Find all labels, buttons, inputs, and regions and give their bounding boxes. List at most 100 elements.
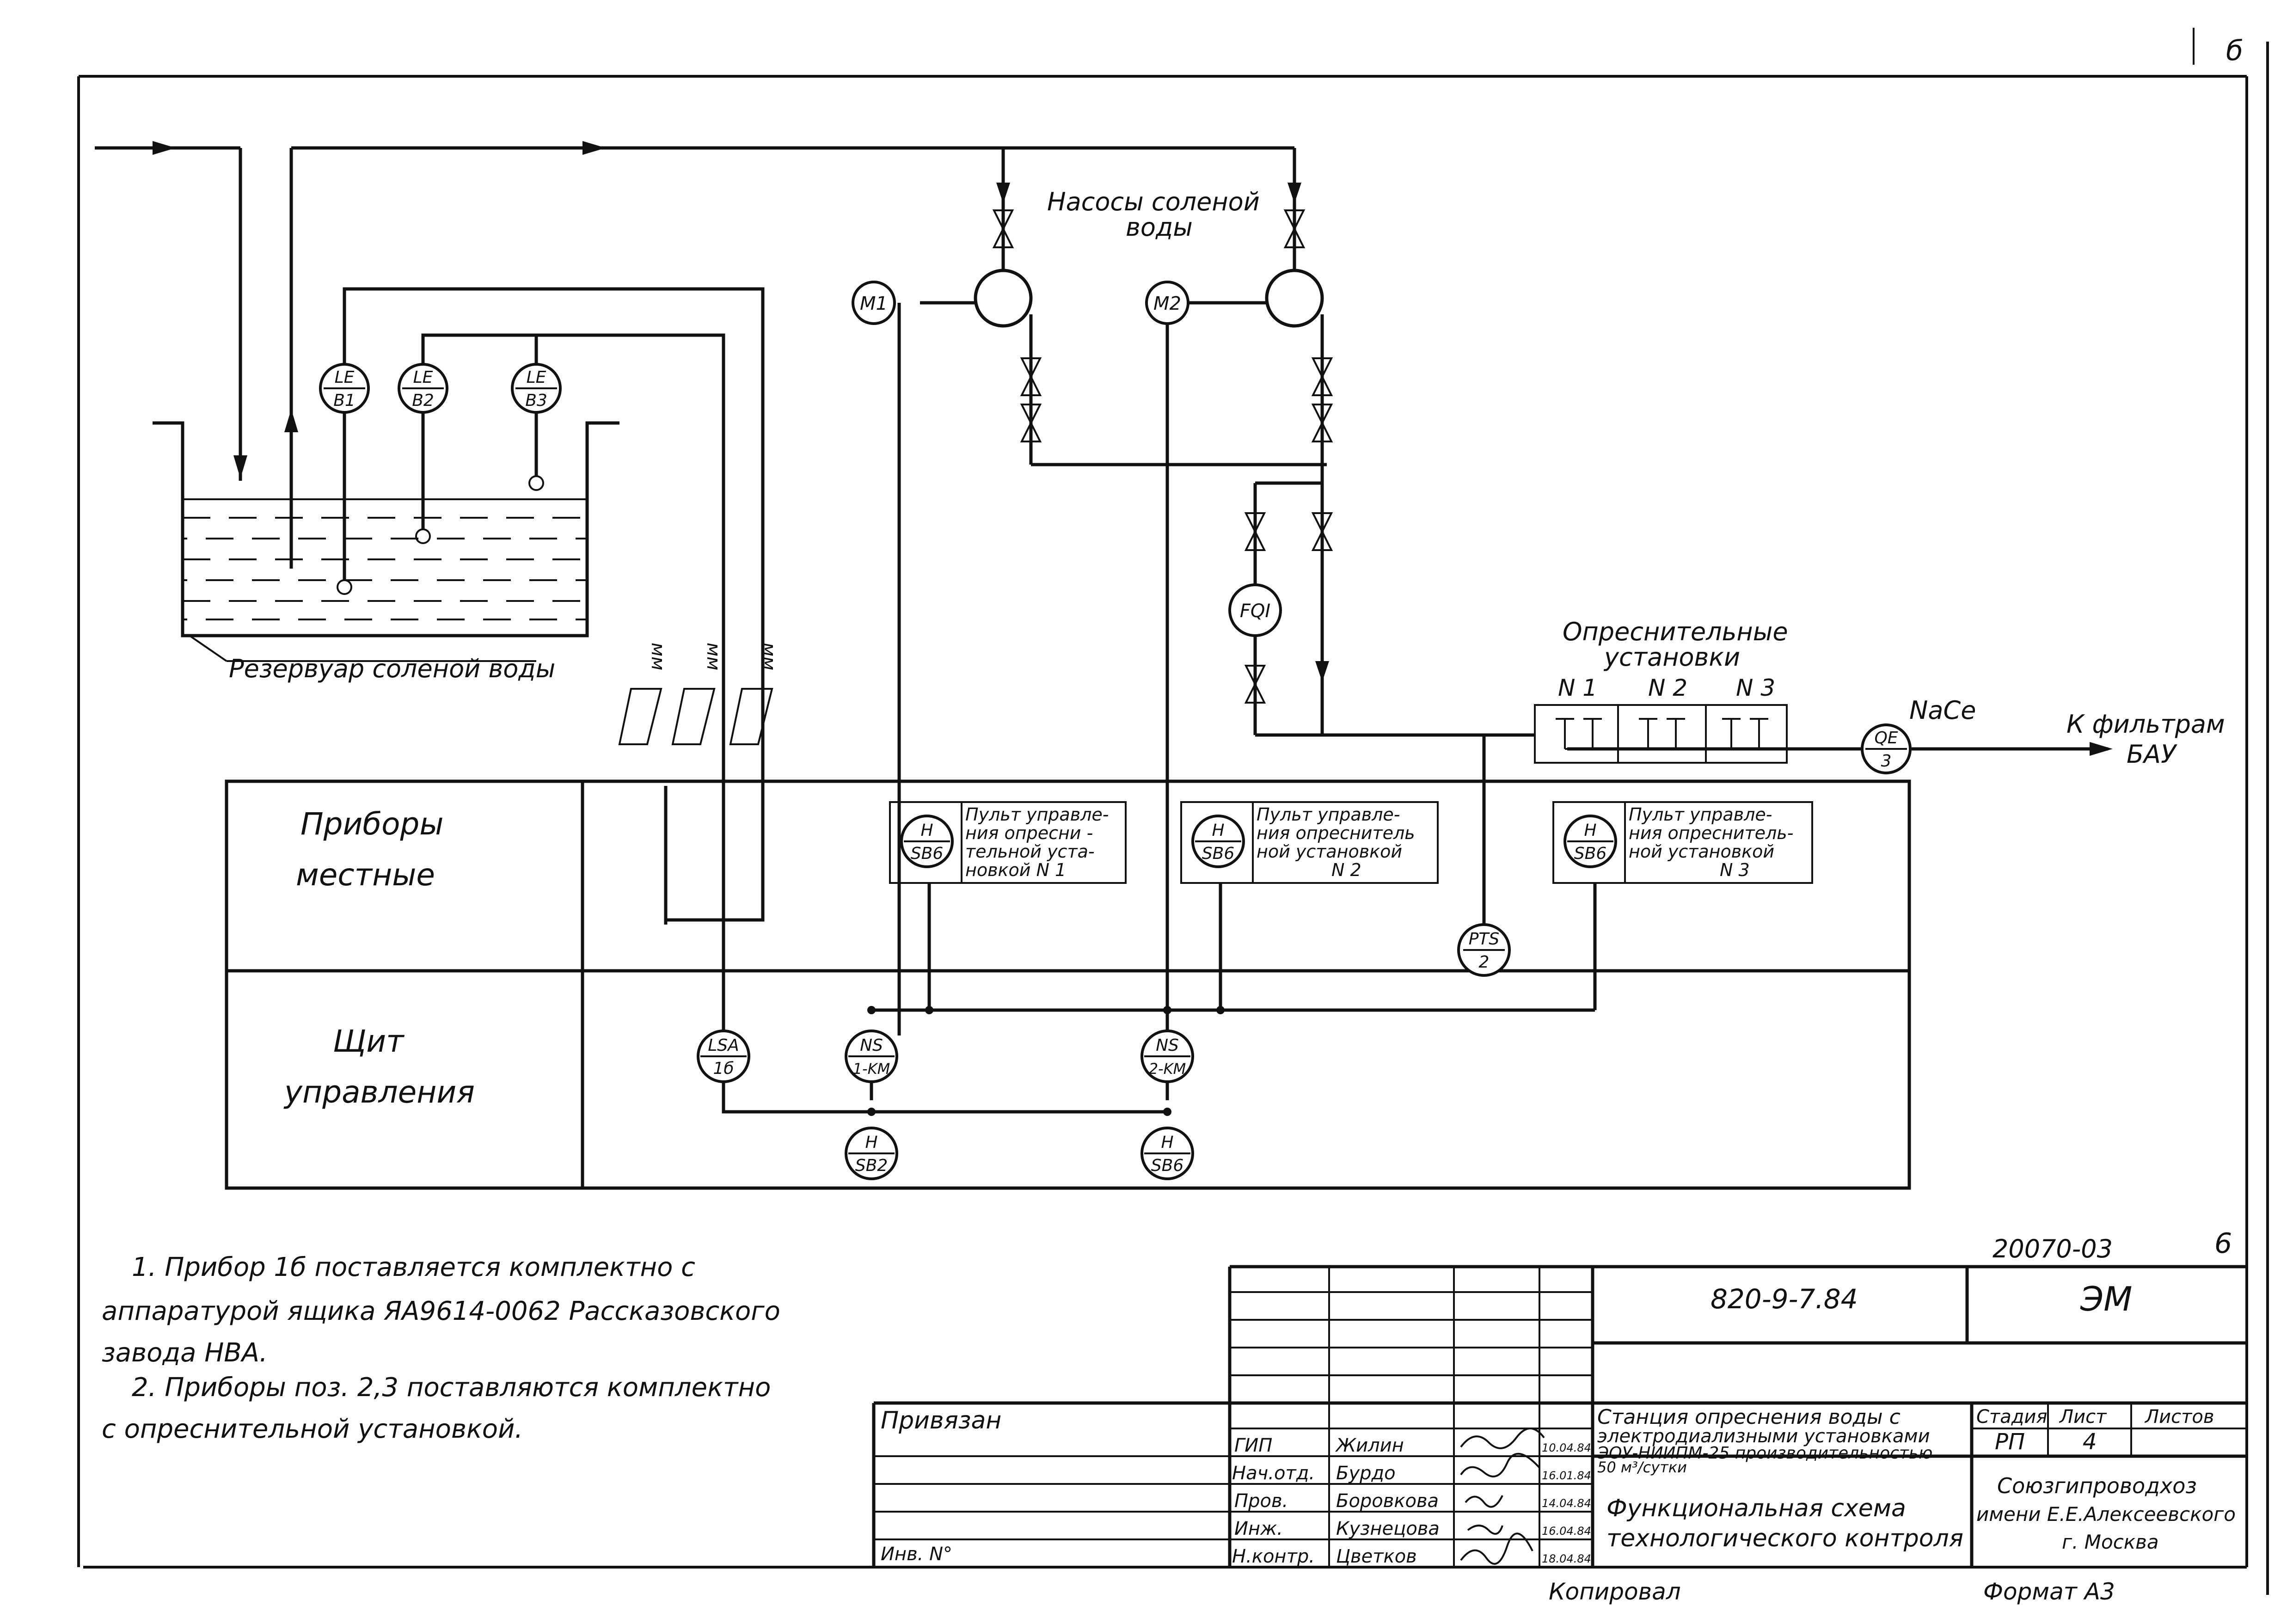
flow-arrow xyxy=(2090,742,2113,756)
sheet-value: 4 xyxy=(2083,1429,2097,1455)
console-2-indicator: H SB6 xyxy=(1191,815,1245,868)
console-3-line-2: ния опреснитель- xyxy=(1629,823,1793,843)
name-5: Цветков xyxy=(1336,1546,1417,1567)
desalination-units xyxy=(1534,704,1788,764)
le-b3-top: LE xyxy=(527,368,546,387)
le-b2-top: LE xyxy=(413,368,433,387)
panel-indicator-sb6: H SB6 xyxy=(1140,1127,1194,1180)
cable-label-2: мм xyxy=(703,643,724,670)
bound-label: Привязан xyxy=(881,1407,1001,1434)
h-sb6-2-top: H xyxy=(1212,821,1224,840)
motor-m1: M1 xyxy=(852,281,896,325)
flow-arrow xyxy=(233,455,247,478)
console-3-line-1: Пульт управле- xyxy=(1629,804,1772,825)
console-3-line-3: ной установкой xyxy=(1629,841,1774,862)
project-code: 820-9-7.84 xyxy=(1711,1283,1858,1315)
note-line-4: 2. Приборы поз. 2,3 поставляются комплек… xyxy=(132,1373,771,1403)
flow-arrow xyxy=(582,141,606,155)
valve xyxy=(1244,665,1266,704)
starter-ns1: NS 1-KM xyxy=(845,1030,898,1083)
valve xyxy=(1311,404,1333,442)
valve xyxy=(1283,209,1306,248)
name-4: Кузнецова xyxy=(1336,1518,1440,1539)
row-local-label-2: местные xyxy=(296,857,435,893)
row-panel-label-2: управления xyxy=(283,1074,475,1110)
console-2-line-1: Пульт управле- xyxy=(1257,804,1400,825)
desal-title-1: Опреснительные xyxy=(1563,617,1788,646)
cable-label-1: мм xyxy=(647,643,668,670)
role-3: Пров. xyxy=(1234,1490,1288,1512)
valves xyxy=(992,209,1333,704)
console-1-line-4: новкой N 1 xyxy=(965,860,1066,880)
pumps-title-2: воды xyxy=(1126,213,1193,242)
sheet-frame xyxy=(77,28,2269,1595)
flow-arrow xyxy=(996,183,1010,203)
le-b1-bottom: В1 xyxy=(333,391,356,410)
station-title: Станция опреснения воды с электродиализн… xyxy=(1597,1405,1932,1476)
valve xyxy=(1020,357,1042,396)
name-1: Жилин xyxy=(1335,1435,1404,1456)
org-line-1: Союзгипроводхоз xyxy=(1997,1473,2197,1498)
flow-arrow xyxy=(284,409,298,432)
organization: Союзгипроводхоз имени Е.Е.Алексеевского … xyxy=(1976,1473,2236,1553)
console-1-line-3: тельной уста- xyxy=(965,841,1095,862)
page-mark: 6 xyxy=(2214,1227,2232,1260)
signature-scribble xyxy=(1460,1428,1545,1449)
row-local-label-1: Приборы xyxy=(300,806,444,842)
role-1: ГИП xyxy=(1234,1435,1272,1456)
notes: 1. Прибор 1б поставляется комплектно с а… xyxy=(102,1252,780,1444)
le-b3-bottom: В3 xyxy=(525,391,547,410)
name-3: Боровкова xyxy=(1336,1490,1439,1512)
m1-label: M1 xyxy=(860,293,888,314)
flow-arrow xyxy=(1288,183,1301,203)
note-line-1: 1. Прибор 1б поставляется комплектно с xyxy=(132,1252,695,1282)
level-alarm-lsa: LSA 1б xyxy=(697,1030,750,1083)
corner-mark: б xyxy=(2226,35,2243,67)
flow-arrow xyxy=(153,141,176,155)
unit-n1-label: N 1 xyxy=(1558,674,1597,701)
control-console-1: Пульт управле- ния опресни - тельной уст… xyxy=(889,801,1127,884)
name-2: Бурдо xyxy=(1336,1463,1396,1484)
le-b1-top: LE xyxy=(335,368,355,387)
h-sb6-2-bottom: SB6 xyxy=(1202,844,1234,863)
date-4: 16.04.84 xyxy=(1542,1525,1591,1538)
pts2-bottom: 2 xyxy=(1479,953,1490,972)
h-sb6-1-bottom: SB6 xyxy=(911,844,943,863)
role-2: Нач.отд. xyxy=(1232,1463,1315,1484)
console-3-indicator: H SB6 xyxy=(1563,815,1617,868)
station-line-1: Станция опреснения воды с xyxy=(1597,1405,1901,1429)
qe3-bottom: 3 xyxy=(1881,752,1892,771)
unit-n2-label: N 2 xyxy=(1648,674,1687,701)
station-line-3: ЭОУ-НИИПМ-25 производительностью xyxy=(1597,1444,1932,1463)
ns2-bottom: 2-KM xyxy=(1149,1060,1186,1078)
drawing-title-line-1: Функциональная схема xyxy=(1606,1495,1906,1522)
inv-label: Инв. N° xyxy=(881,1544,952,1565)
analyzer-qe3: QE 3 xyxy=(1861,723,1912,774)
note-line-2: аппаратурой ящика ЯА9614-0062 Рассказовс… xyxy=(102,1296,780,1326)
tank-label: Резервуар соленой воды xyxy=(229,654,555,683)
m2-label: M2 xyxy=(1153,293,1181,314)
pump-2 xyxy=(1265,269,1324,328)
date-5: 18.04.84 xyxy=(1542,1552,1591,1565)
valve xyxy=(1244,512,1266,551)
signature-scribble xyxy=(1467,1525,1503,1535)
station-line-4: 50 м³/сутки xyxy=(1597,1459,1687,1476)
ns1-top: NS xyxy=(860,1036,883,1055)
console-2-line-2: ния опреснитель xyxy=(1257,823,1415,843)
console-2-line-4: N 2 xyxy=(1331,860,1361,880)
ns1-bottom: 1-KM xyxy=(853,1060,890,1078)
date-3: 14.04.84 xyxy=(1542,1497,1591,1510)
valve xyxy=(1311,512,1333,551)
level-sensor-lines xyxy=(337,407,544,595)
date-1: 10.04.84 xyxy=(1542,1441,1591,1454)
org-line-2: имени Е.Е.Алексеевского xyxy=(1976,1503,2236,1526)
to-filter-label-2: БАУ xyxy=(2127,740,2177,769)
lsa-top: LSA xyxy=(708,1036,739,1055)
h-sb6-4-bottom: SB6 xyxy=(1151,1156,1183,1175)
flow-arrow xyxy=(1315,661,1329,682)
row-panel-label-1: Щит xyxy=(333,1023,405,1059)
stage-header: Стадия xyxy=(1976,1406,2047,1428)
signature-scribble xyxy=(1465,1495,1503,1508)
flowmeter-fqi: FQI xyxy=(1228,583,1282,637)
role-5: Н.контр. xyxy=(1232,1546,1315,1567)
